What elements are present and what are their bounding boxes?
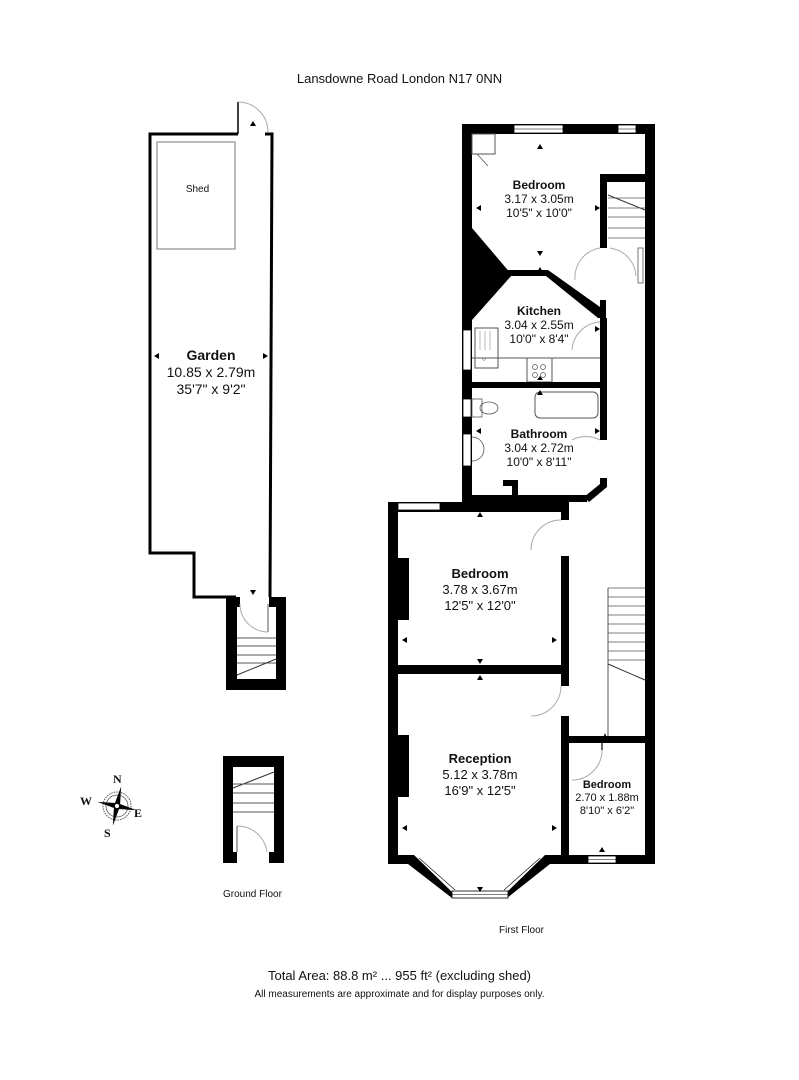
compass-west-label: W (80, 794, 92, 808)
shed-label: Shed (160, 183, 235, 197)
bedroom-top-metric: 3.17 x 3.05m (504, 192, 574, 206)
bedroom-small-label: Bedroom 2.70 x 1.88m 8'10" x 6'2" (566, 779, 648, 818)
disclaimer-text: All measurements are approximate and for… (254, 989, 545, 1000)
gate-door-arc (237, 101, 269, 133)
bedroom-top-label: Bedroom 3.17 x 3.05m 10'5" x 10'0" (480, 178, 598, 220)
reception-label: Reception 5.12 x 3.78m 16'9" x 12'5" (410, 751, 550, 799)
bedroom-small-imperial: 8'10" x 6'2" (579, 805, 635, 817)
kitchen-imperial: 10'0" x 8'4" (509, 332, 569, 346)
total-area-text: Total Area: 88.8 m² ... 955 ft² (excludi… (267, 968, 532, 983)
bathroom-metric: 3.04 x 2.72m (504, 441, 574, 455)
shed-name: Shed (185, 184, 210, 195)
ground-floor-label: Ground Floor (223, 889, 282, 900)
reception-imperial: 16'9" x 12'5" (444, 783, 516, 798)
shed-outline (156, 141, 236, 250)
garden-imperial: 35'7" x 9'2" (176, 381, 246, 397)
property-address-title: Lansdowne Road London N17 0NN (296, 71, 503, 86)
kitchen-metric: 3.04 x 2.55m (504, 318, 574, 332)
kitchen-name: Kitchen (516, 304, 561, 318)
bedroom-top-name: Bedroom (512, 178, 566, 192)
bedroom-middle-label: Bedroom 3.78 x 3.67m 12'5" x 12'0" (410, 566, 550, 614)
kitchen-label: Kitchen 3.04 x 2.55m 10'0" x 8'4" (480, 304, 598, 346)
reception-name: Reception (448, 751, 512, 766)
bathroom-name: Bathroom (510, 427, 568, 441)
ground-stair-well-lower (223, 756, 284, 863)
dimension-arrows (402, 144, 608, 892)
ground-stair-well-upper (226, 597, 286, 690)
compass-north-label: N (113, 772, 122, 786)
garden-outline (148, 132, 274, 599)
garden-metric: 10.85 x 2.79m (166, 364, 256, 380)
garden-name: Garden (186, 347, 236, 363)
bedroom-top-imperial: 10'5" x 10'0" (506, 206, 572, 220)
bedroom-middle-metric: 3.78 x 3.67m (442, 582, 518, 597)
compass-south-label: S (104, 826, 111, 840)
bathroom-imperial: 10'0" x 8'11" (506, 455, 572, 469)
bedroom-small-metric: 2.70 x 1.88m (575, 792, 639, 804)
bedroom-small-name: Bedroom (582, 779, 632, 791)
bathroom-label: Bathroom 3.04 x 2.72m 10'0" x 8'11" (480, 427, 598, 469)
bedroom-middle-imperial: 12'5" x 12'0" (444, 598, 516, 613)
first-floor-label: First Floor (499, 925, 544, 936)
first-floor-plan (388, 124, 655, 899)
compass-rose-icon (97, 786, 137, 826)
compass-east-label: E (134, 806, 143, 820)
ground-floor-plan (97, 101, 286, 863)
bedroom-middle-name: Bedroom (451, 566, 509, 581)
garden-label: Garden 10.85 x 2.79m 35'7" x 9'2" (150, 347, 272, 398)
reception-metric: 5.12 x 3.78m (442, 767, 518, 782)
